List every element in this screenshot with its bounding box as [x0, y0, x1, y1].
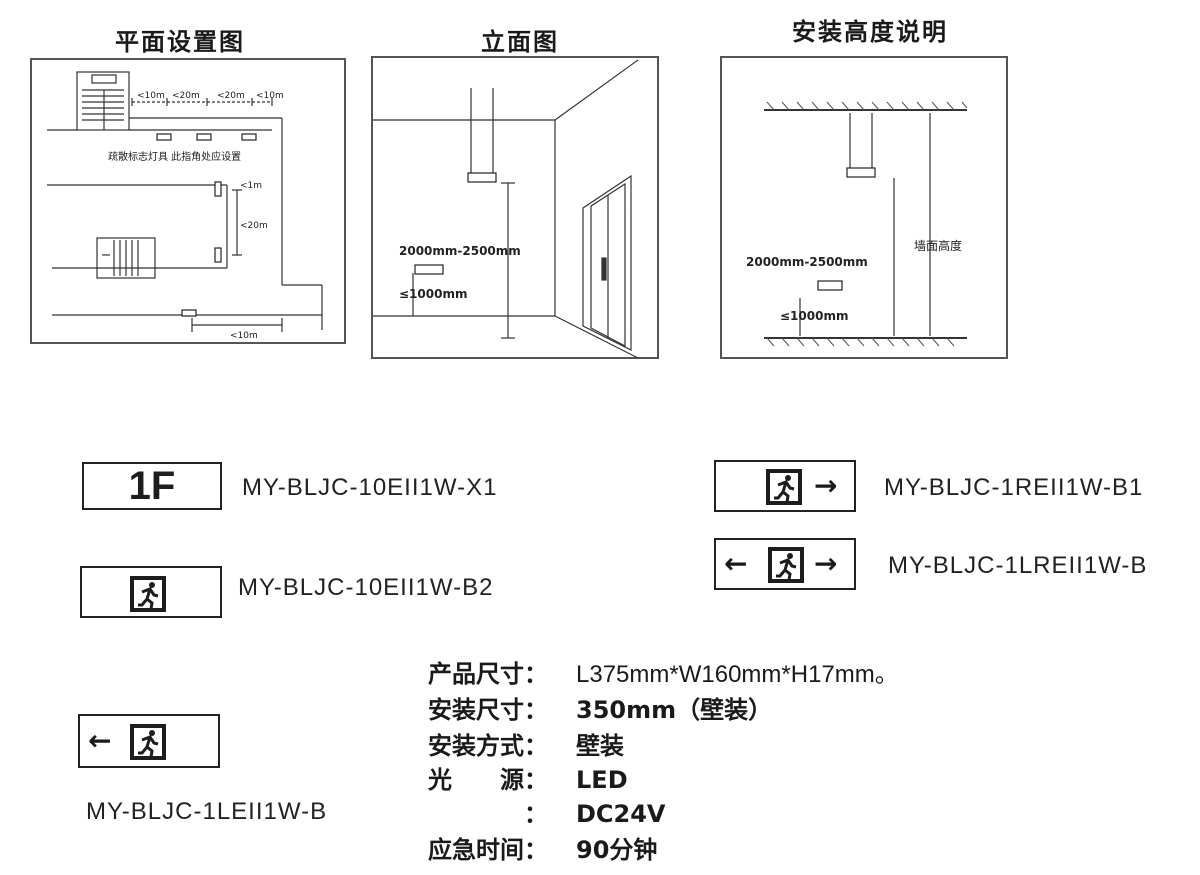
- spec-label: 安装尺寸：: [428, 696, 548, 724]
- exit-man-icon: [130, 576, 166, 612]
- spec-row-voltage: ： DC24V: [428, 794, 666, 829]
- model-left: MY-BLJC-1LEII1W-B: [86, 798, 328, 825]
- elev-low: ≤1000mm: [399, 287, 467, 301]
- sign-exit: [80, 566, 222, 618]
- exit-man-icon: [130, 724, 166, 760]
- spec-label: ：: [428, 800, 548, 828]
- exit-man-icon: [768, 547, 804, 583]
- model-b2: MY-BLJC-10EII1W-B2: [238, 574, 494, 601]
- spec-label: 产品尺寸：: [428, 660, 548, 688]
- spec-row-install-size: 安装尺寸： 350mm（壁装）: [428, 690, 772, 725]
- sign-floor-1f: 1F: [82, 462, 222, 510]
- spec-label: 应急时间：: [428, 836, 548, 864]
- model-right: MY-BLJC-1REII1W-B1: [884, 474, 1144, 501]
- spec-label: 光 源：: [428, 766, 548, 794]
- plan-dist-v2: <20m: [240, 221, 268, 231]
- plan-dist-3: <20m: [217, 91, 245, 101]
- wall-height-label: 墙面高度: [914, 238, 962, 253]
- height-range: 2000mm-2500mm: [746, 255, 868, 269]
- spec-row-size: 产品尺寸： L375mm*W160mm*H17mm。: [428, 654, 899, 689]
- plan-dist-bottom: <10m: [230, 331, 258, 341]
- plan-dist-1: <10m: [137, 91, 165, 101]
- model-x1: MY-BLJC-10EII1W-X1: [242, 474, 498, 501]
- floor-plan-diagram: <10m <20m <20m <10m 疏散标志灯具 此指角处应设置 <1m <…: [30, 58, 346, 344]
- sign-left-right: ← →: [714, 538, 856, 590]
- spec-label: 安装方式：: [428, 732, 548, 760]
- plan-dist-v1: <1m: [240, 181, 262, 191]
- spec-row-light-source: 光 源： LED: [428, 760, 628, 795]
- sign-left: ←: [78, 714, 220, 768]
- spec-value: L375mm*W160mm*H17mm。: [576, 661, 899, 688]
- spec-row-install-method: 安装方式： 壁装: [428, 726, 624, 761]
- arrow-right-icon: →: [814, 469, 838, 502]
- plan-dist-4: <10m: [256, 91, 284, 101]
- arrow-left-icon: ←: [88, 724, 112, 757]
- floor-label: 1F: [128, 464, 176, 508]
- spec-value: 90分钟: [576, 836, 658, 864]
- arrow-left-icon: ←: [724, 547, 748, 580]
- sign-right: →: [714, 460, 856, 512]
- spec-value: DC24V: [576, 800, 666, 828]
- plan-note: 疏散标志灯具 此指角处应设置: [108, 150, 241, 163]
- spec-value: 350mm（壁装）: [576, 696, 773, 724]
- height-diagram: 2000mm-2500mm ≤1000mm 墙面高度: [720, 56, 1008, 359]
- plan-dist-2: <20m: [172, 91, 200, 101]
- exit-man-icon: [766, 469, 802, 505]
- arrow-right-icon: →: [814, 547, 838, 580]
- plan-title: 平面设置图: [115, 28, 245, 56]
- height-title: 安装高度说明: [792, 18, 948, 46]
- elevation-diagram: 2000mm-2500mm ≤1000mm: [371, 56, 659, 359]
- elevation-title: 立面图: [481, 28, 559, 56]
- height-low: ≤1000mm: [780, 309, 848, 323]
- spec-value: 壁装: [576, 732, 624, 760]
- model-lr: MY-BLJC-1LREII1W-B: [888, 552, 1148, 579]
- spec-row-emergency-time: 应急时间： 90分钟: [428, 830, 657, 865]
- spec-value: LED: [576, 766, 628, 794]
- elev-range: 2000mm-2500mm: [399, 244, 521, 258]
